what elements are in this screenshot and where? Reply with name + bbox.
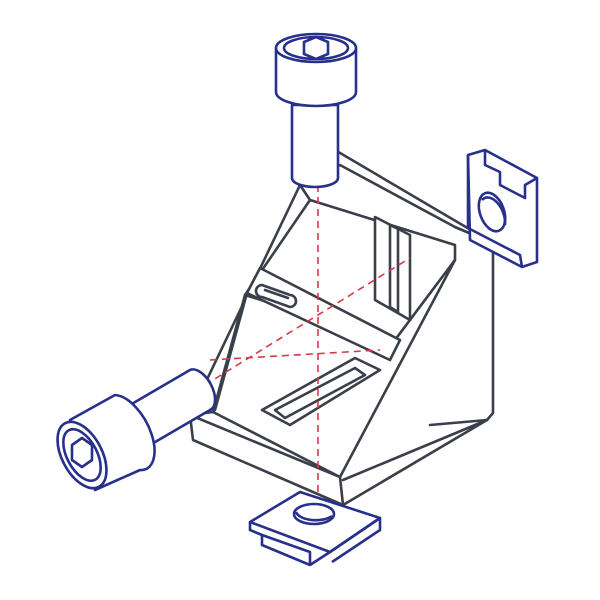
t-slot-nut-bottom bbox=[248, 490, 382, 567]
side-nut-axis bbox=[209, 349, 381, 361]
screw-left-head-face bbox=[56, 420, 108, 490]
t-nut-right-hole-thread bbox=[481, 196, 507, 226]
screw-top-shank bbox=[290, 103, 340, 189]
screw-top-head-face bbox=[274, 32, 358, 64]
bracket-gusset bbox=[245, 266, 402, 362]
t-nut-bottom-hole-thread bbox=[294, 511, 333, 522]
t-slot-nut-right bbox=[466, 148, 539, 269]
horizontal-screw-axis bbox=[204, 257, 411, 386]
floor-slot-inner bbox=[273, 366, 367, 420]
t-nut-bottom-front bbox=[248, 522, 331, 567]
hex-socket-icon bbox=[302, 35, 330, 61]
screw-left-head-chamfer bbox=[62, 427, 102, 483]
corner-angle-bracket bbox=[188, 148, 495, 507]
screw-left-shank bbox=[128, 368, 217, 447]
hex-socket-icon bbox=[70, 436, 94, 469]
gusset-keyhole-inner bbox=[263, 288, 290, 300]
t-nut-bottom-profile bbox=[261, 533, 312, 565]
t-nut-right-side bbox=[466, 155, 524, 268]
t-nut-bottom-rail bbox=[329, 516, 382, 564]
socket-head-cap-screw-left bbox=[56, 368, 217, 492]
assembly-axes bbox=[204, 185, 411, 520]
socket-head-cap-screw-top bbox=[274, 32, 358, 189]
bracket-end-cap-edge bbox=[428, 418, 489, 427]
bracket-gusset-edge bbox=[213, 291, 249, 412]
t-nut-right-profile bbox=[483, 150, 538, 200]
screw-top-head bbox=[274, 46, 358, 108]
bracket-base-side bbox=[341, 418, 489, 507]
